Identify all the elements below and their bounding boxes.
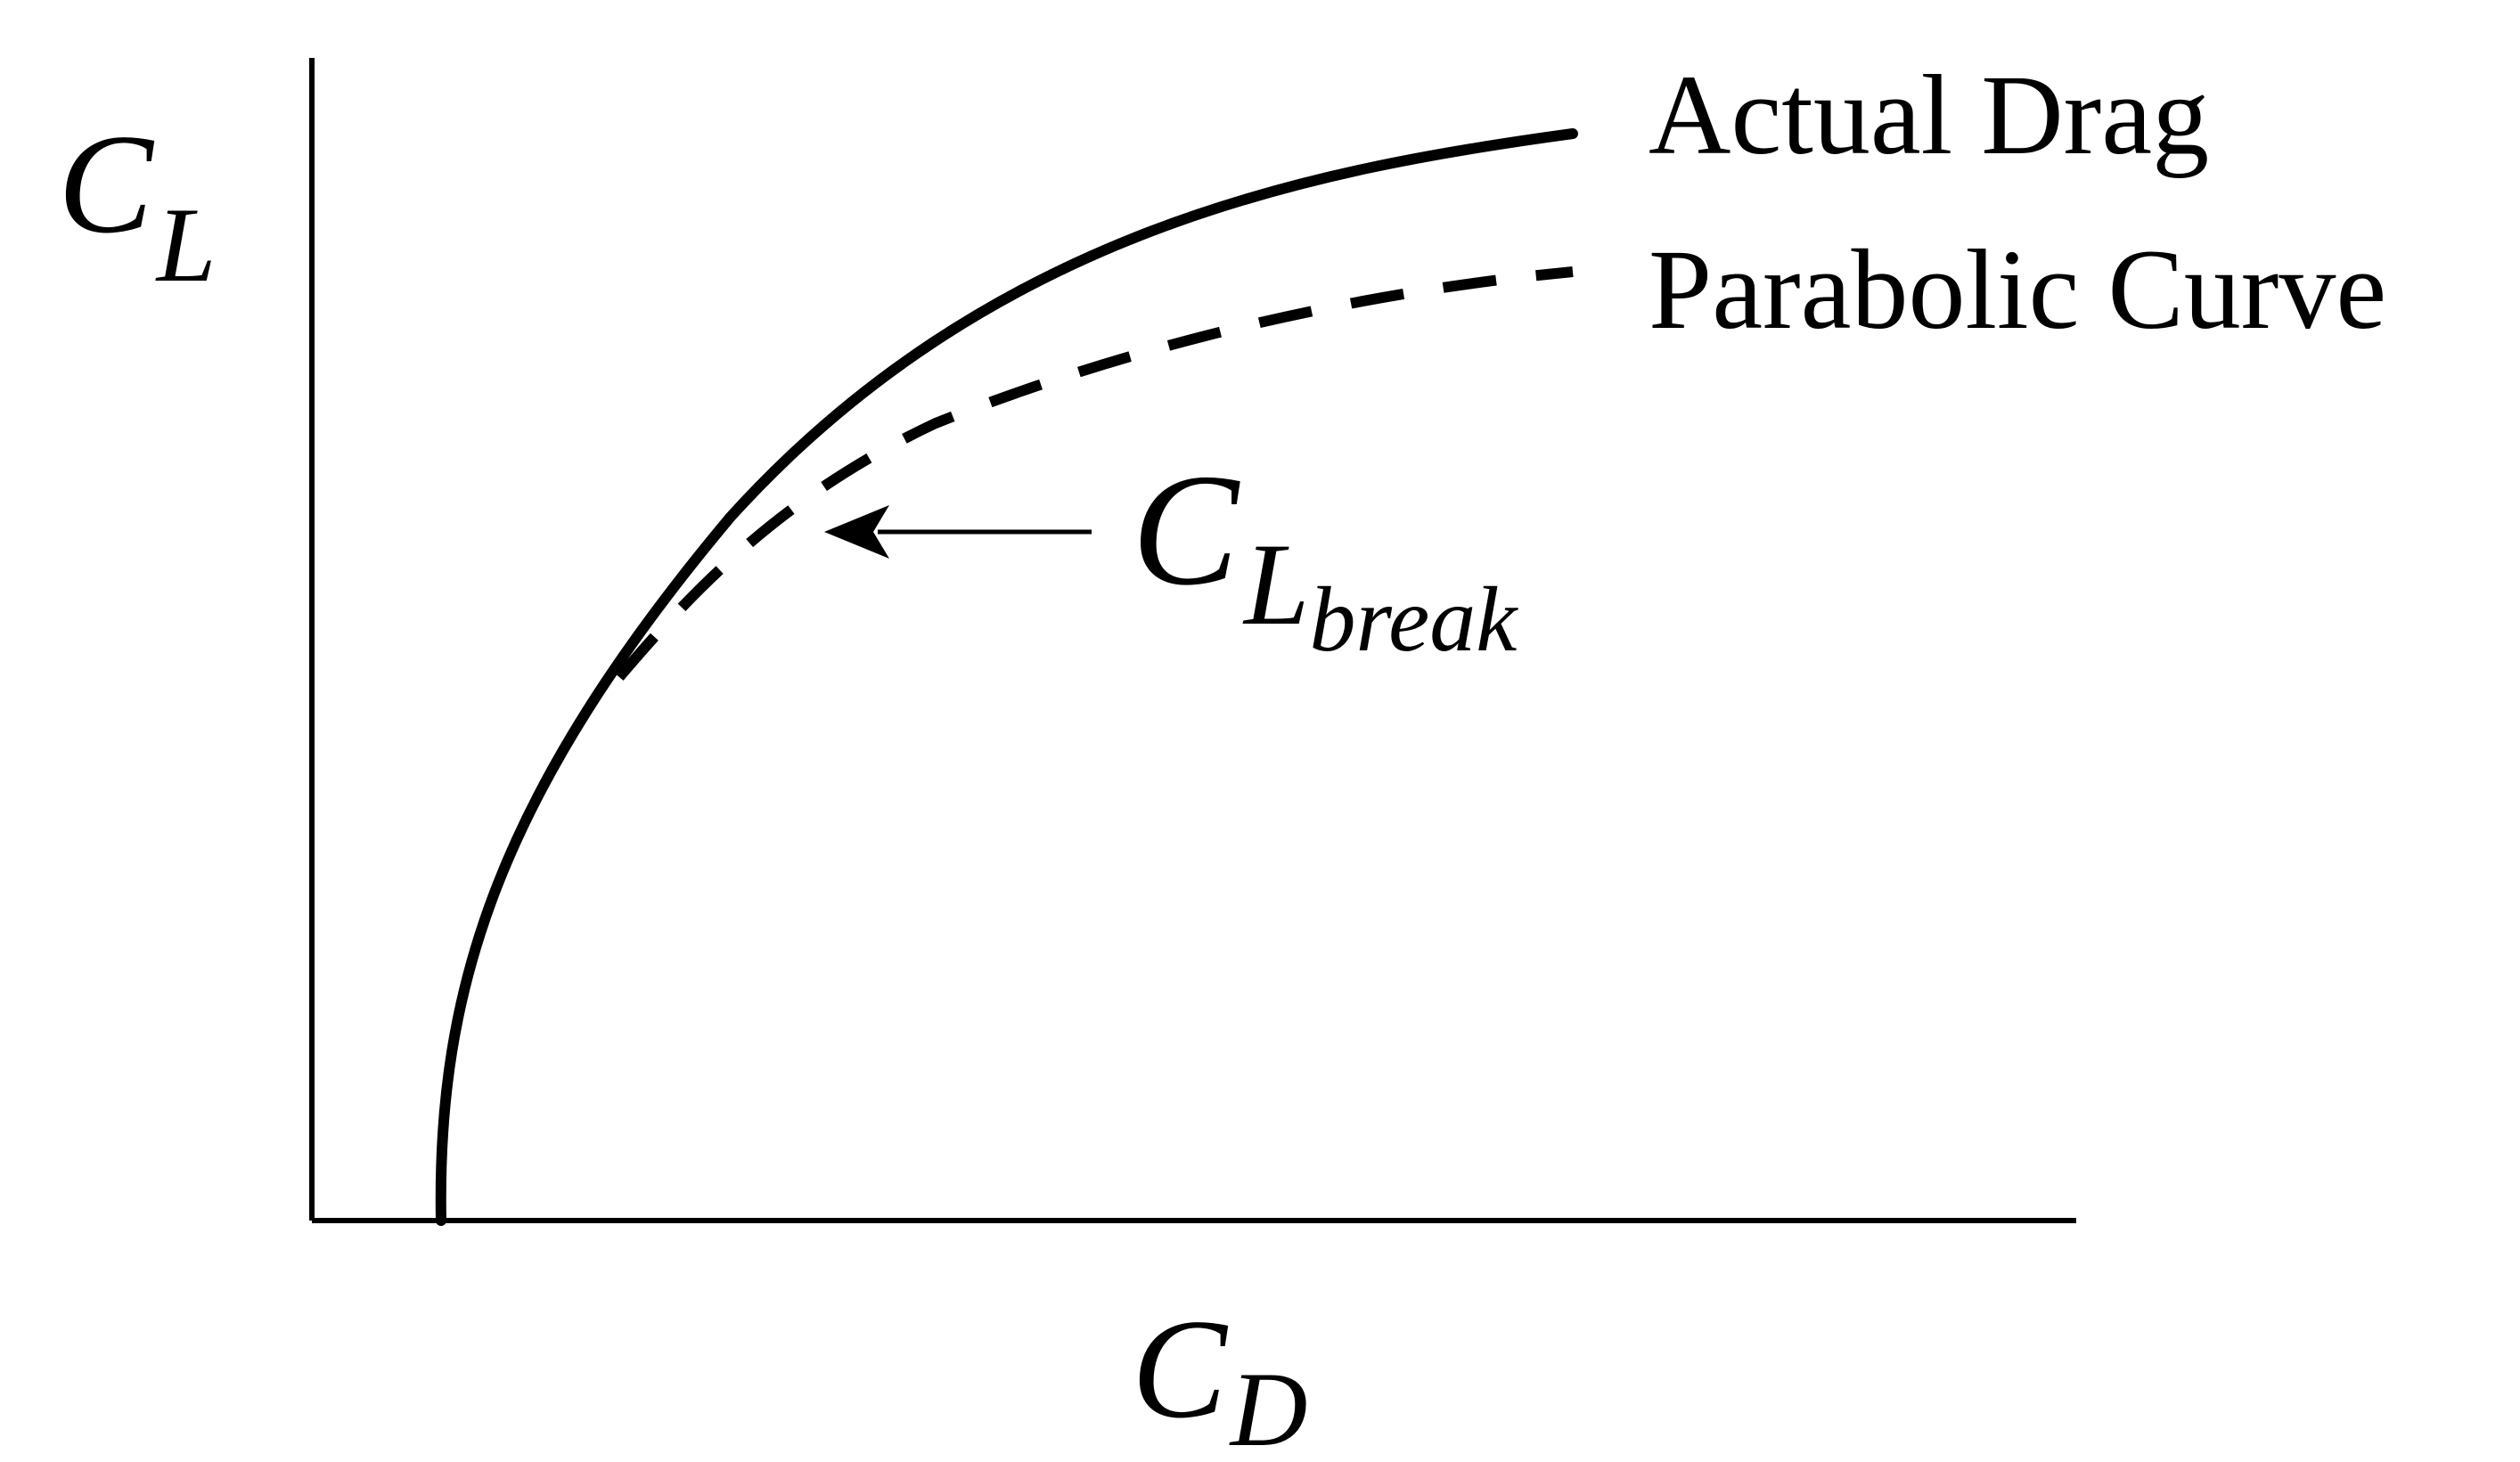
cl-break-main: C bbox=[1132, 441, 1240, 618]
x-axis-label-subscript: D bbox=[1229, 1350, 1308, 1462]
y-axis-label: CL bbox=[58, 104, 216, 304]
parabolic-curve-label: Parabolic Curve bbox=[1649, 226, 2386, 353]
actual-drag-label: Actual Drag bbox=[1649, 52, 2209, 178]
cl-break-label: CLbreak bbox=[1132, 441, 1518, 671]
y-axis-label-main: C bbox=[58, 104, 155, 263]
cl-break-subscript: L bbox=[1242, 519, 1309, 649]
parabolic-curve bbox=[615, 266, 1574, 681]
cl-break-sub-subscript: break bbox=[1309, 568, 1518, 671]
y-axis-label-subscript: L bbox=[155, 185, 217, 304]
actual-drag-curve bbox=[435, 128, 1578, 1226]
break-arrow-head bbox=[824, 505, 889, 559]
x-axis-label-main: C bbox=[1132, 1289, 1229, 1448]
x-axis-label: CD bbox=[1132, 1289, 1307, 1462]
